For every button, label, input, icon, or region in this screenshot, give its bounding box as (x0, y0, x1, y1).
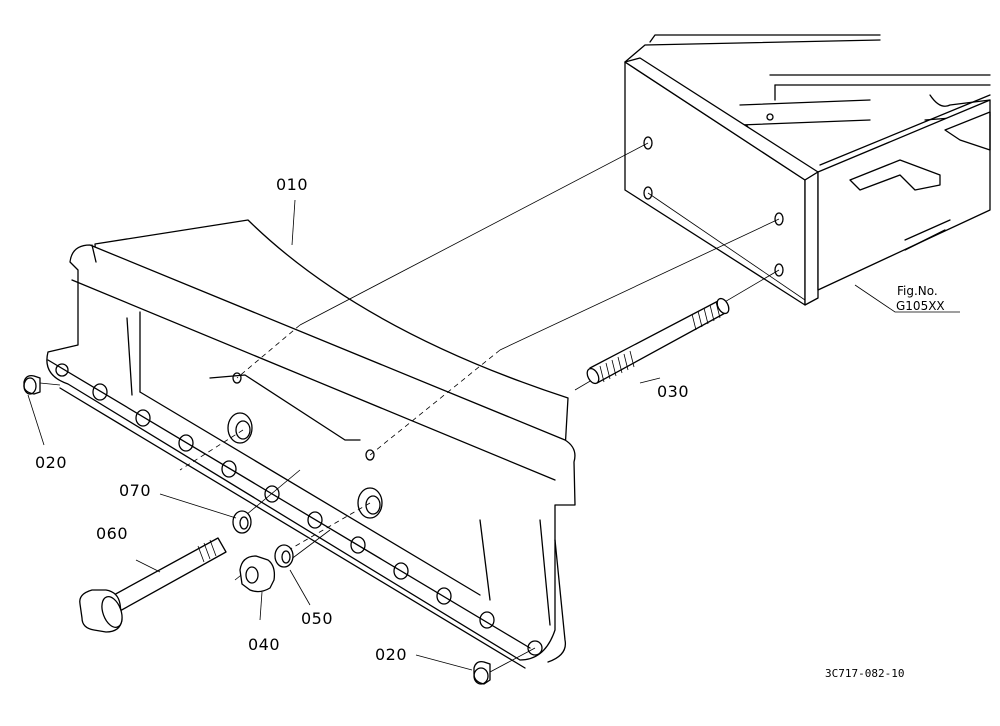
figure-caption-line1: Fig.No. (897, 284, 938, 298)
stud-bolt-030 (586, 297, 730, 385)
label-020-right: 020 (375, 645, 408, 664)
screw-020-left (23, 374, 41, 395)
nut-040 (239, 555, 276, 593)
blade-assembly-010 (46, 219, 576, 669)
bolt-060 (79, 537, 227, 633)
drawing-reference-number: 3C717-082-10 (825, 667, 905, 680)
screw-020-right (473, 660, 491, 685)
machine-frame (624, 34, 991, 306)
label-050: 050 (301, 609, 334, 628)
figure-caption-line2: G105XX (896, 299, 945, 313)
label-020-left: 020 (35, 453, 68, 472)
leader-lines (27, 199, 960, 671)
washer-050 (274, 544, 294, 568)
washer-070 (232, 510, 252, 534)
label-070: 070 (119, 481, 152, 500)
label-030: 030 (657, 382, 690, 401)
label-060: 060 (96, 524, 129, 543)
label-040: 040 (248, 635, 281, 654)
label-010: 010 (276, 175, 309, 194)
